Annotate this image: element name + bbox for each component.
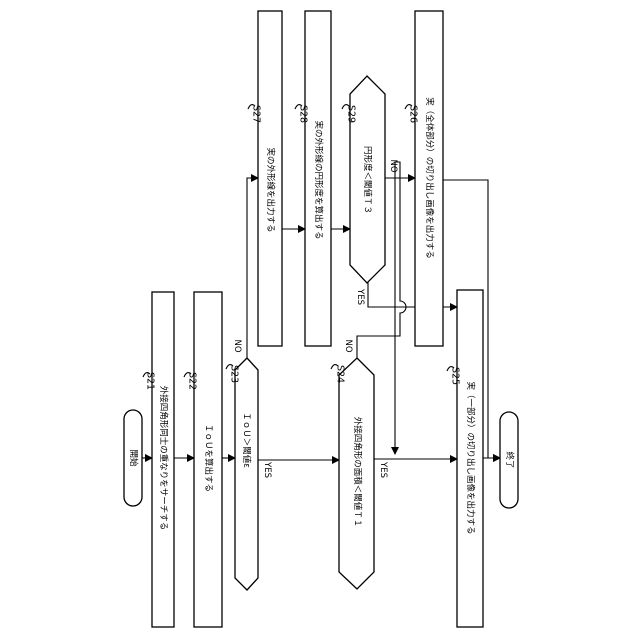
s29-yes-label: YES bbox=[355, 288, 365, 305]
s23-text: ＩｏＵ＞閾値ε bbox=[241, 412, 252, 468]
s22-process: ＩｏＵを算出する S22 bbox=[184, 292, 222, 627]
s25-text: 実（一部分）の切り出し画像を出力する bbox=[465, 381, 476, 534]
s24-decision: 外接四角形の面積＜閾値Ｔ１ S24 YES NO bbox=[331, 339, 388, 589]
s22-step-label: S22 bbox=[187, 372, 198, 390]
s22-text: ＩｏＵを算出する bbox=[203, 424, 214, 492]
s23-step-label: S23 bbox=[229, 365, 240, 383]
s28-text: 実の外形線の円形度を算出する bbox=[313, 120, 324, 239]
s29-no-label: NO bbox=[388, 159, 398, 172]
s24-yes-label: YES bbox=[378, 461, 388, 478]
s27-step-label: S27 bbox=[251, 105, 262, 123]
s26-text: 実（全体部分）の切り出し画像を出力する bbox=[424, 97, 435, 259]
end-terminal: 終了 bbox=[500, 412, 518, 508]
s21-step-label: S21 bbox=[145, 372, 156, 390]
s29-text: 円形度＜閾値Ｔ３ bbox=[362, 146, 373, 214]
s24-step-label: S24 bbox=[335, 365, 346, 383]
s24-text: 外接四角形の面積＜閾値Ｔ１ bbox=[352, 417, 363, 528]
s23-yes-label: YES bbox=[262, 461, 272, 478]
s23-decision: ＩｏＵ＞閾値ε S23 YES NO bbox=[226, 339, 272, 590]
s29-decision: 円形度＜閾値Ｔ３ S29 YES NO bbox=[342, 76, 398, 305]
start-label: 開始 bbox=[128, 449, 139, 467]
start-terminal: 開始 bbox=[124, 410, 142, 506]
s28-process: 実の外形線の円形度を算出する S28 bbox=[295, 11, 331, 346]
s26-step-label: S26 bbox=[408, 105, 419, 123]
s23-no-label: NO bbox=[232, 339, 242, 352]
s27-text: 実の外形線を出力する bbox=[265, 147, 276, 232]
s29-step-label: S29 bbox=[346, 105, 357, 123]
s28-step-label: S28 bbox=[298, 105, 309, 123]
end-label: 終了 bbox=[504, 451, 515, 468]
s21-text: 外接四角形同士の重なりをサーチする bbox=[158, 386, 169, 531]
s25-step-label: S25 bbox=[450, 367, 461, 385]
s21-process: 外接四角形同士の重なりをサーチする S21 bbox=[143, 292, 174, 627]
s24-no-label: NO bbox=[343, 339, 353, 352]
edge-s23-no bbox=[247, 178, 258, 362]
